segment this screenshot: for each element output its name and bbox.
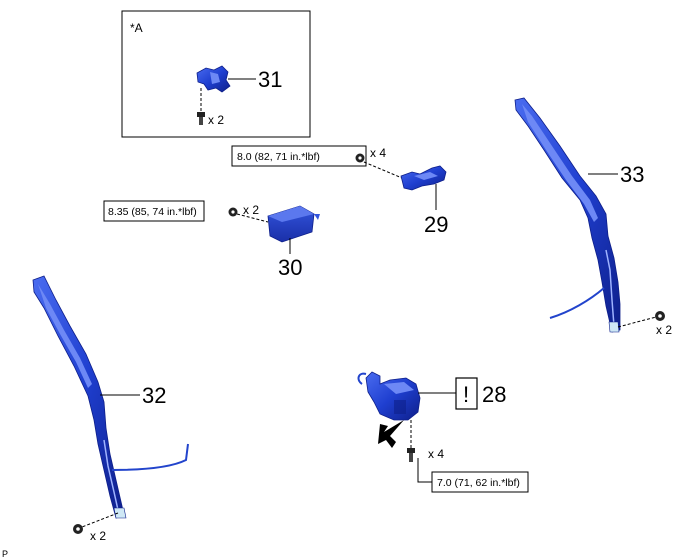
- part-29-group: 8.0 (82, 71 in.*lbf) x 4 29: [231, 145, 448, 237]
- part-33-highlight: [522, 104, 598, 222]
- torque-box-30: [103, 200, 205, 222]
- part-number-30: 30: [278, 255, 302, 280]
- torque-leader-28: [417, 458, 432, 483]
- caution-icon: !: [463, 382, 469, 407]
- torque-28: 7.0 (71, 62 in.*lbf): [437, 477, 520, 489]
- part-30-group: 8.35 (85, 74 in.*lbf) x 2 30: [103, 200, 320, 280]
- part-32-group: 32 x 2: [32, 275, 189, 543]
- qty-31: x 2: [208, 113, 224, 127]
- part-28-shadow: [394, 400, 406, 414]
- part-number-29: 29: [424, 212, 448, 237]
- inset-label: *A: [130, 21, 143, 35]
- part-30-top: [268, 206, 314, 222]
- bolt-path-32: [81, 512, 119, 528]
- qty-29: x 4: [370, 146, 386, 160]
- bolt-path-30: [236, 213, 269, 223]
- part-30-tab: [314, 214, 320, 220]
- part-28-unit: [365, 371, 421, 421]
- bolt-path-29: [363, 161, 403, 179]
- qty-33: x 2: [656, 323, 672, 337]
- part-33-clip: [608, 321, 620, 333]
- part-28-connector: [357, 372, 367, 385]
- part-29-highlight: [414, 172, 438, 180]
- bolt-28-icon: [407, 448, 415, 462]
- screw-32-icon: [73, 524, 83, 534]
- torque-box-28: [431, 471, 529, 493]
- arrow-icon: [378, 420, 404, 448]
- torque-30: 8.35 (85, 74 in.*lbf): [108, 206, 197, 218]
- part-32-cable: [111, 443, 189, 471]
- qty-32: x 2: [90, 529, 106, 543]
- part-number-32: 32: [142, 383, 166, 408]
- part-32-garnish: [32, 275, 125, 519]
- nut-30-icon: [228, 207, 238, 217]
- part-number-33: 33: [620, 162, 644, 187]
- part-32-highlight: [38, 284, 92, 388]
- caution-box: [455, 377, 478, 410]
- part-28-group: ! 28 x 4 7.0 (71, 62 in.*lbf): [357, 371, 529, 493]
- part-32-edge: [103, 439, 119, 511]
- part-31-highlight: [210, 72, 220, 84]
- qty-30: x 2: [243, 203, 259, 217]
- part-28-highlight: [384, 382, 414, 394]
- part-number-31: 31: [258, 67, 282, 92]
- part-33-cable: [549, 287, 605, 319]
- qty-28: x 4: [428, 447, 444, 461]
- bolt-31-icon: [197, 112, 205, 125]
- part-33-edge: [605, 249, 615, 327]
- part-33-group: 33 x 2: [514, 97, 672, 337]
- corner-mark: P: [2, 549, 8, 559]
- part-number-28: 28: [482, 382, 506, 407]
- torque-box-29: [231, 145, 367, 167]
- inset-a: *A 31 x 2: [121, 10, 311, 138]
- screw-33-icon: [655, 311, 665, 321]
- nut-29-icon: [355, 153, 365, 163]
- part-33-garnish: [514, 97, 621, 333]
- torque-29: 8.0 (82, 71 in.*lbf): [237, 151, 320, 163]
- bolt-path-33: [617, 316, 657, 328]
- part-32-clip: [113, 507, 127, 519]
